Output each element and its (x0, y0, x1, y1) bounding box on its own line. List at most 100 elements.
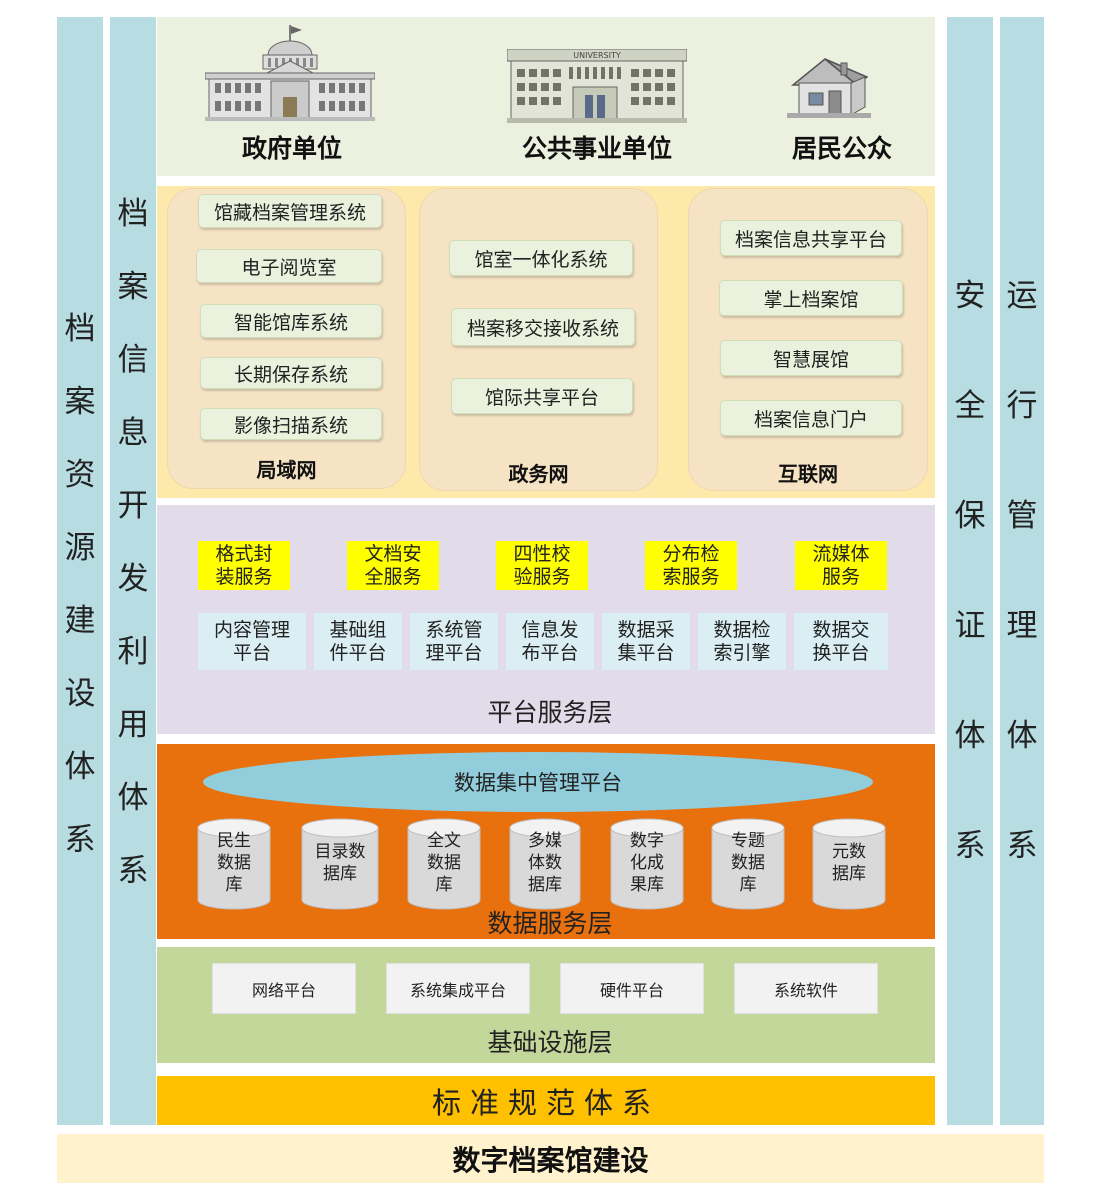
database-label: 数据 (427, 853, 461, 873)
column-character: 系 (117, 853, 149, 889)
info-publishing-platform: 信息发布平台 (506, 613, 594, 670)
data-service-layer: 数据集中管理平台 民生数据库目录数据库全文数据库多媒体数据库数字化成果库专题数据… (157, 744, 935, 939)
database-label: 民生 (217, 831, 251, 851)
database-label: 库 (226, 875, 243, 895)
column-character: 体 (64, 749, 96, 785)
archive-resource-column: 档案资源建设体系 (57, 17, 103, 1125)
database-label: 化成 (630, 853, 664, 873)
government-network-label: 政务网 (508, 462, 569, 486)
column-character: 系 (954, 828, 986, 864)
database-label: 专题 (731, 831, 765, 851)
infrastructure-layer: 网络平台 系统集成平台 硬件平台 系统软件 基础设施层 (157, 947, 935, 1063)
user-band: UNIVERSITY 政府单位 公共事业单位 居民公众 (157, 17, 935, 176)
database-label: 数据 (731, 853, 765, 873)
archive-utilization-column: 档案信息开发利用体系 (110, 17, 156, 1125)
format-encapsulation-service: 格式封装服务 (198, 541, 290, 590)
e-reading-room: 电子阅览室 (196, 249, 382, 283)
network-platform: 网络平台 (212, 963, 356, 1014)
column-character: 证 (954, 608, 986, 644)
column-character: 体 (954, 718, 986, 754)
column-character: 资 (64, 457, 96, 493)
column-character: 体 (117, 780, 149, 816)
data-collection-platform: 数据采集平台 (602, 613, 690, 670)
collection-archive-system: 馆藏档案管理系统 (198, 194, 382, 228)
data-search-engine: 数据检索引擎 (698, 613, 786, 670)
column-character: 案 (64, 384, 96, 420)
column-character: 档 (117, 196, 149, 232)
column-character: 管 (1006, 498, 1038, 534)
archive-portal: 档案信息门户 (720, 400, 902, 436)
system-integration-platform: 系统集成平台 (386, 963, 530, 1014)
column-character: 保 (954, 498, 986, 534)
database-label: 数字 (630, 831, 664, 851)
infrastructure-layer-label: 基础设施层 (487, 1028, 613, 1057)
database-label: 体数 (528, 853, 562, 873)
column-character: 案 (117, 269, 149, 305)
database-label: 数据 (217, 853, 251, 873)
column-character: 运 (1006, 278, 1038, 314)
system-software: 系统软件 (734, 963, 878, 1014)
database-label: 元数 (832, 842, 866, 862)
database-label: 库 (436, 875, 453, 895)
base-component-platform: 基础组件平台 (314, 613, 402, 670)
platform-service-layer: 格式封装服务 文档安全服务 四性校验服务 分布检索服务 流媒体服务 内容管理平台… (157, 505, 935, 734)
database-label: 目录数 (315, 842, 366, 862)
archive-sharing-platform: 档案信息共享平台 (720, 220, 902, 256)
residents-label: 居民公众 (791, 134, 892, 163)
university-sign: UNIVERSITY (573, 51, 621, 60)
lan-network-box (167, 188, 406, 489)
column-character: 行 (1006, 388, 1038, 424)
database-label: 据库 (832, 864, 866, 884)
image-scanning-system: 影像扫描系统 (200, 408, 382, 440)
data-layer-label: 数据服务层 (487, 909, 613, 938)
column-character: 建 (64, 603, 96, 639)
column-character: 源 (64, 530, 96, 566)
house-icon (787, 58, 871, 118)
integrated-archive-system: 馆室一体化系统 (449, 240, 633, 276)
column-character: 理 (1006, 608, 1038, 644)
column-character: 体 (1006, 718, 1038, 754)
government-label: 政府单位 (241, 134, 342, 163)
column-character: 息 (117, 415, 149, 451)
content-management-platform: 内容管理平台 (198, 613, 306, 670)
lan-label: 局域网 (256, 458, 317, 482)
column-character: 系 (1006, 828, 1038, 864)
column-character: 利 (117, 634, 149, 670)
security-column: 安全保证体系 (947, 17, 993, 1125)
archive-transfer-system: 档案移交接收系统 (451, 308, 635, 346)
column-character: 安 (954, 278, 986, 314)
platform-layer-label: 平台服务层 (487, 698, 613, 727)
data-exchange-platform: 数据交换平台 (794, 613, 888, 670)
column-character: 设 (64, 676, 96, 712)
column-character: 用 (117, 707, 149, 743)
database-label: 库 (740, 875, 757, 895)
university-building-icon: UNIVERSITY (507, 49, 687, 123)
standards-system-band: 标准规范体系 (157, 1076, 935, 1125)
column-character: 发 (117, 561, 149, 597)
database-label: 多媒 (528, 831, 562, 851)
column-character: 开 (117, 488, 149, 524)
internet-label: 互联网 (778, 462, 838, 486)
hardware-platform: 硬件平台 (560, 963, 704, 1014)
government-building-icon (205, 25, 375, 121)
smart-storage-system: 智能馆库系统 (200, 304, 382, 338)
central-data-platform: 数据集中管理平台 (203, 752, 873, 812)
column-character: 系 (64, 822, 96, 858)
database-label: 据库 (323, 864, 357, 884)
distributed-search-service: 分布检索服务 (645, 541, 737, 590)
four-property-check-service: 四性校验服务 (496, 541, 588, 590)
digital-archive-construction-footer: 数字档案馆建设 (57, 1134, 1044, 1183)
system-management-platform: 系统管理平台 (410, 613, 498, 670)
streaming-media-service: 流媒体服务 (795, 541, 887, 590)
document-security-service: 文档安全服务 (347, 541, 439, 590)
column-character: 全 (954, 388, 986, 424)
network-band: 馆藏档案管理系统 电子阅览室 智能馆库系统 长期保存系统 影像扫描系统 局域网 … (157, 186, 935, 498)
column-character: 档 (64, 311, 96, 347)
mobile-archive: 掌上档案馆 (719, 280, 903, 316)
